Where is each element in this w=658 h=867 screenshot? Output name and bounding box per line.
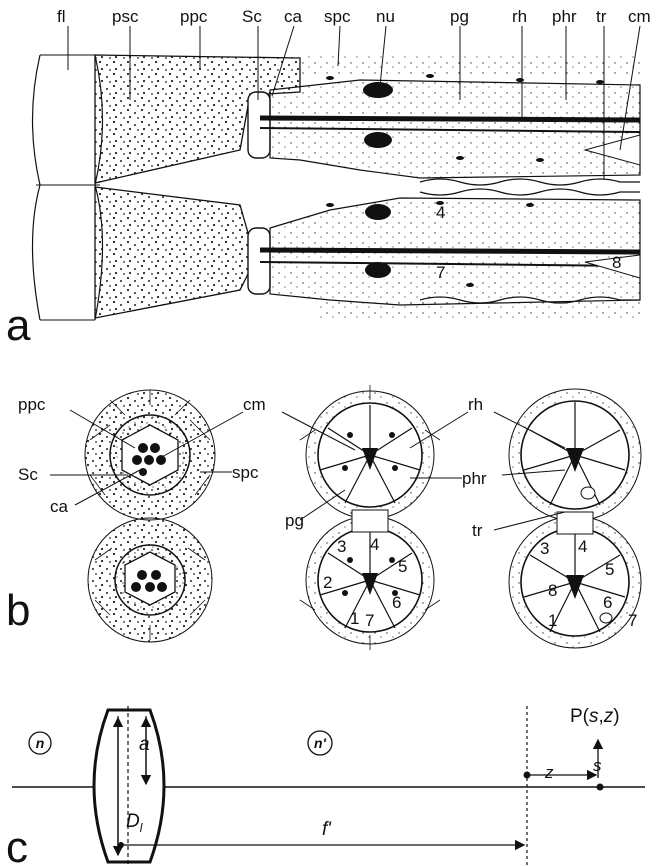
panel-c-optics-diagram: n n' a Dl f' z s P(s,z) c [6,706,645,867]
cell-number: 6 [603,593,612,612]
label-sc: Sc [18,465,38,484]
cell-number: 8 [612,253,621,272]
cell-number: 7 [628,611,637,630]
cell-number: 6 [392,593,401,612]
label-f-prime: f' [322,819,332,840]
label-sc: Sc [242,7,262,26]
label-cm: cm [243,395,266,414]
cell-number: 7 [436,263,445,282]
label-n: n [36,735,45,751]
label-rh: rh [468,395,483,414]
trachea [420,179,640,185]
nucleus [365,204,391,220]
nucleus [364,132,392,148]
panel-a-longitudinal-section: fl psc ppc Sc ca spc nu pg rh phr tr cm … [6,7,651,350]
label-s: s [593,756,602,775]
label-ppc: ppc [18,395,46,414]
cell-number: 4 [370,535,379,554]
label-fl: fl [57,7,66,26]
label-psc: psc [112,7,139,26]
label-n-prime: n' [314,735,327,751]
cross-section-basal-level: 3 4 5 8 6 1 7 [509,389,641,648]
label-pg: pg [450,7,469,26]
label-ca: ca [50,497,69,516]
label-rh: rh [512,7,527,26]
label-nu: nu [376,7,395,26]
label-spc: spc [232,463,259,482]
label-ca: ca [284,7,303,26]
cell-number: 8 [548,581,557,600]
cell-number: 2 [323,573,332,592]
lens [94,710,164,862]
nucleus [365,262,391,278]
rhabdomere [260,250,640,252]
cell-number: 3 [540,539,549,558]
panel-letter-b: b [6,586,30,635]
primary-pigment-cell [95,187,250,318]
semper-cell-cone [248,92,270,158]
label-phr: phr [462,469,487,488]
label-pg: pg [285,511,304,530]
panel-b-cross-sections: 3 4 5 2 6 1 7 3 4 5 8 [6,385,641,650]
cell-number: 1 [548,611,557,630]
cell-number: 4 [578,537,587,556]
cross-section-cone-level [85,390,215,642]
label-spc: spc [324,7,351,26]
panel-letter-a: a [6,301,31,350]
nucleus [363,82,393,98]
cell-number: 3 [337,537,346,556]
semper-cell-cone [248,228,270,294]
corneal-lens-outline [33,55,41,320]
cell-number: 7 [365,611,374,630]
panel-letter-c: c [6,823,28,867]
label-tr: tr [596,7,607,26]
cell-number: 4 [436,203,445,222]
cell-number: 5 [398,557,407,576]
label-point-p: P(s,z) [570,706,620,727]
cell-number: 5 [605,560,614,579]
label-tr: tr [472,521,483,540]
cross-section-mid-level: 3 4 5 2 6 1 7 [300,385,440,650]
cell-number: 1 [350,609,359,628]
label-cm: cm [628,7,651,26]
label-a: a [139,734,150,755]
rhabdomere [260,118,640,120]
label-phr: phr [552,7,577,26]
label-z: z [544,763,554,782]
label-ppc: ppc [180,7,208,26]
